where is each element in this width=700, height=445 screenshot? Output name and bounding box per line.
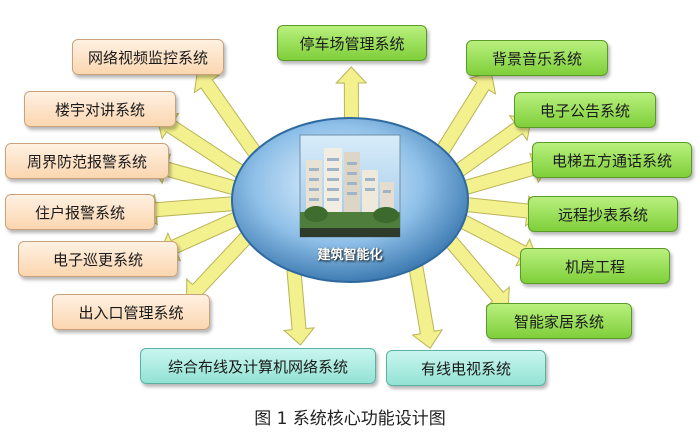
right-system-box: 背景音乐系统 — [466, 40, 608, 76]
connector-arrows — [139, 66, 551, 350]
right-system-box: 远程抄表系统 — [528, 196, 678, 232]
parking-management-box: 停车场管理系统 — [277, 25, 427, 61]
left-system-box: 出入口管理系统 — [52, 294, 210, 330]
connector-arrow — [282, 269, 316, 346]
left-system-box: 网络视频监控系统 — [72, 39, 224, 75]
hub-and-arrows — [139, 66, 551, 350]
bottom-system-box: 有线电视系统 — [386, 350, 546, 386]
connector-arrow — [193, 70, 262, 159]
left-system-box: 周界防范报警系统 — [5, 143, 169, 179]
right-system-box: 智能家居系统 — [486, 303, 632, 339]
building-image — [299, 134, 401, 238]
figure-caption: 图 1 系统核心功能设计图 — [254, 409, 446, 429]
right-system-box: 电梯五方通话系统 — [532, 142, 692, 178]
hub-label: 建筑智能化 — [317, 248, 383, 263]
left-system-box: 住户报警系统 — [5, 194, 155, 230]
connector-arrow — [408, 264, 444, 350]
left-system-box: 电子巡更系统 — [18, 241, 178, 277]
bottom-system-box: 综合布线及计算机网络系统 — [140, 348, 376, 384]
connector-arrow — [443, 234, 510, 310]
right-system-box: 电子公告系统 — [514, 92, 656, 128]
left-system-box: 楼宇对讲系统 — [24, 91, 176, 127]
right-system-box: 机房工程 — [520, 248, 670, 284]
connector-arrow — [335, 66, 368, 121]
